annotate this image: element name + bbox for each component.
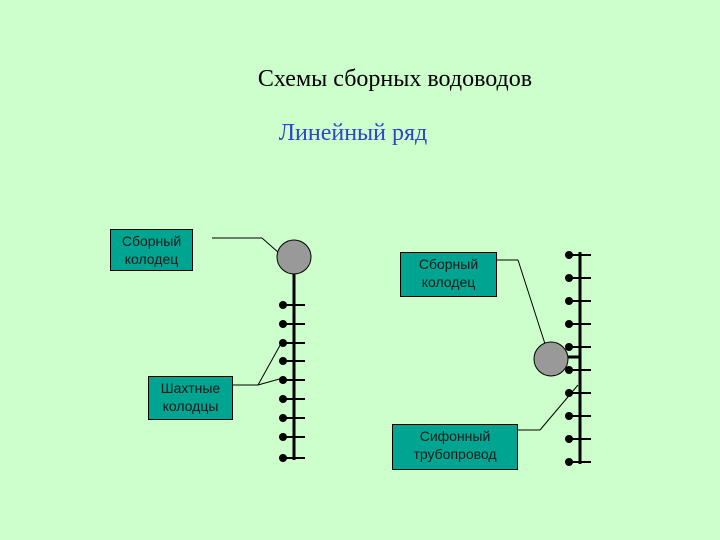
- right-shaft-well-10: [565, 458, 573, 466]
- right-shaft-well-6: [565, 366, 573, 374]
- right-siphon-label-line-2: трубопровод: [413, 446, 497, 462]
- page-title: Схемы сборных водоводов: [257, 66, 533, 92]
- left-shaft-well-3: [279, 339, 287, 347]
- left-shaft-well-2: [279, 320, 287, 328]
- right-collector-leader-diagonal: [517, 259, 547, 348]
- left-shafts-leader-2: [257, 339, 284, 386]
- right-collector-label-line-1: Сборный: [418, 256, 479, 272]
- left-shaft-well-5: [279, 376, 287, 384]
- right-shaft-well-7: [565, 389, 573, 397]
- right-shaft-well-9: [565, 435, 573, 443]
- left-shaft-well-8: [279, 433, 287, 441]
- right-siphon-label-line-1: Сифонный: [419, 428, 491, 444]
- right-siphon-label: Сифонный трубопровод: [392, 424, 518, 470]
- right-shaft-well-4: [565, 320, 573, 328]
- left-collector-label: Сборный колодец: [110, 229, 193, 271]
- right-scheme: [497, 251, 591, 466]
- right-shaft-well-5: [565, 343, 573, 351]
- right-shaft-well-2: [565, 274, 573, 282]
- right-shaft-wells: [565, 251, 591, 466]
- right-shaft-well-1: [565, 251, 573, 259]
- right-siphon-leader-2: [539, 384, 579, 431]
- left-shaft-well-1: [279, 301, 287, 309]
- right-shaft-well-8: [565, 412, 573, 420]
- right-shaft-well-3: [565, 297, 573, 305]
- left-shaft-well-4: [279, 357, 287, 365]
- right-collector-label-line-2: колодец: [421, 274, 476, 290]
- left-collector-well: [276, 239, 312, 275]
- left-shaft-well-7: [279, 414, 287, 422]
- left-scheme: [212, 237, 312, 462]
- left-shaft-well-9: [279, 454, 287, 462]
- left-collector-label-line-2: колодец: [124, 251, 179, 267]
- left-shafts-leader-3: [257, 377, 284, 386]
- right-collector-well: [533, 341, 569, 377]
- left-shaft-wells: [279, 301, 305, 462]
- left-shafts-label-line-2: колодцы: [162, 398, 219, 414]
- left-collector-label-line-1: Сборный: [121, 233, 182, 249]
- left-shafts-label-line-1: Шахтные: [160, 380, 221, 396]
- page-subtitle: Линейный ряд: [278, 120, 428, 146]
- right-collector-label: Сборный колодец: [400, 252, 497, 297]
- left-shaft-well-6: [279, 395, 287, 403]
- left-shafts-label: Шахтные колодцы: [148, 376, 233, 420]
